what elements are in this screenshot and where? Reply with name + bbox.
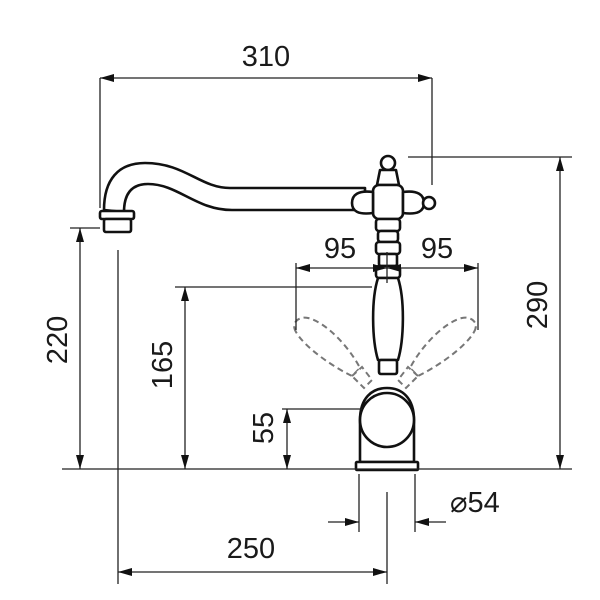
label-diameter-54: ⌀54 xyxy=(450,487,500,519)
top-knob xyxy=(379,154,397,172)
label-165: 165 xyxy=(147,341,179,389)
column-ring-1 xyxy=(374,217,402,233)
base-plate xyxy=(354,460,420,472)
swivel-block xyxy=(371,183,405,221)
label-95-right: 95 xyxy=(421,233,453,265)
faucet-body xyxy=(98,154,477,472)
label-250: 250 xyxy=(227,533,275,565)
dimension-labels: 310 95 95 290 220 165 55 250 ⌀54 xyxy=(42,41,554,565)
spout xyxy=(102,161,367,214)
column-ring-2 xyxy=(376,229,400,244)
label-95-left: 95 xyxy=(324,233,356,265)
column-ring-4 xyxy=(377,252,399,268)
top-collar xyxy=(375,168,401,187)
column-ring-3 xyxy=(374,240,402,256)
right-cap-knob xyxy=(421,195,437,211)
column-neck xyxy=(377,358,399,376)
left-cap xyxy=(350,190,375,215)
label-220: 220 xyxy=(42,316,74,364)
label-310: 310 xyxy=(242,41,290,73)
right-cap xyxy=(401,190,426,215)
aerator-ring xyxy=(102,217,133,234)
lever-hub xyxy=(358,391,416,449)
label-55: 55 xyxy=(248,412,280,444)
handle-left-dashed xyxy=(293,316,374,390)
dimension-lines xyxy=(76,74,564,576)
label-290: 290 xyxy=(522,281,554,329)
column-vase xyxy=(371,276,405,362)
handle-right-dashed xyxy=(396,316,477,390)
